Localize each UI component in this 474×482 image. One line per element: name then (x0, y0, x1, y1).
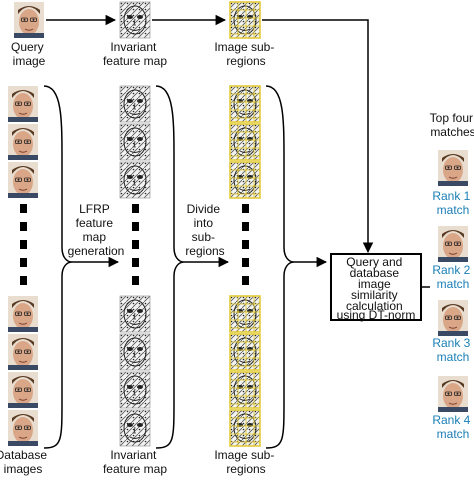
similarity-calculation-box (330, 253, 422, 321)
subregion-map-icon (229, 333, 261, 371)
rank-2-label: Rank 2 match (432, 263, 473, 291)
database-ellipsis (20, 204, 27, 285)
invariant-map-top-label: Invariant feature map (103, 40, 167, 68)
feature-map-icon (119, 85, 151, 123)
database-face-photo-icon (7, 295, 39, 333)
feature-map-icon (119, 333, 151, 371)
database-images-label: Database images (0, 448, 50, 476)
rank-3-label: Rank 3 match (432, 336, 473, 364)
subregions-top-label: Image sub- regions (214, 40, 277, 68)
subregion-map-icon (229, 409, 261, 447)
feature-map-brace (155, 85, 185, 449)
subregion-ellipsis (242, 204, 249, 285)
database-face-photo-icon (7, 409, 39, 447)
rank-2-face-photo-icon (437, 225, 469, 263)
subregion-map-icon (229, 85, 261, 123)
feature-map-icon (119, 409, 151, 447)
subregion-map-icon (229, 295, 261, 333)
arrow-query-to-similarity (262, 19, 374, 254)
subregion-map-icon (229, 123, 261, 161)
rank-3-face-photo-icon (437, 299, 469, 337)
rank-1-face-photo-icon (437, 149, 469, 187)
database-face-photo-icon (7, 123, 39, 161)
rank-4-label: Rank 4 match (432, 413, 473, 441)
database-brace (43, 85, 73, 449)
query-subregion-map-icon (229, 1, 261, 39)
database-feature-maps-bottom (119, 295, 151, 447)
feature-map-icon (119, 161, 151, 199)
feature-map-icon (119, 295, 151, 333)
divide-step-label: Divide into sub- regions (185, 202, 224, 258)
subregions-bottom-label: Image sub- regions (214, 448, 277, 476)
database-faces-bottom (7, 295, 39, 447)
database-subregions-top (229, 85, 261, 199)
query-feature-map-icon (119, 1, 151, 39)
database-face-photo-icon (7, 333, 39, 371)
database-face-photo-icon (7, 161, 39, 199)
subregion-map-icon (229, 371, 261, 409)
subregion-map-icon (229, 161, 261, 199)
database-face-photo-icon (7, 371, 39, 409)
lfrp-step-label: LFRP feature map generation (68, 202, 125, 258)
feature-map-icon (119, 371, 151, 409)
database-subregions-bottom (229, 295, 261, 447)
feature-map-icon (119, 123, 151, 161)
query-face-photo-icon (13, 1, 45, 39)
query-image-label: Query image (11, 40, 47, 68)
subregion-brace (265, 85, 295, 449)
top-four-label: Top four matches (430, 111, 474, 139)
rank-4-face-photo-icon (437, 375, 469, 413)
database-faces-top (7, 85, 39, 199)
feature-map-ellipsis (132, 204, 139, 285)
database-face-photo-icon (7, 85, 39, 123)
database-feature-maps-top (119, 85, 151, 199)
invariant-map-bottom-label: Invariant feature map (103, 448, 167, 476)
similarity-box-text: Query and database image similarity calc… (337, 255, 416, 322)
rank-1-label: Rank 1 match (432, 189, 473, 217)
